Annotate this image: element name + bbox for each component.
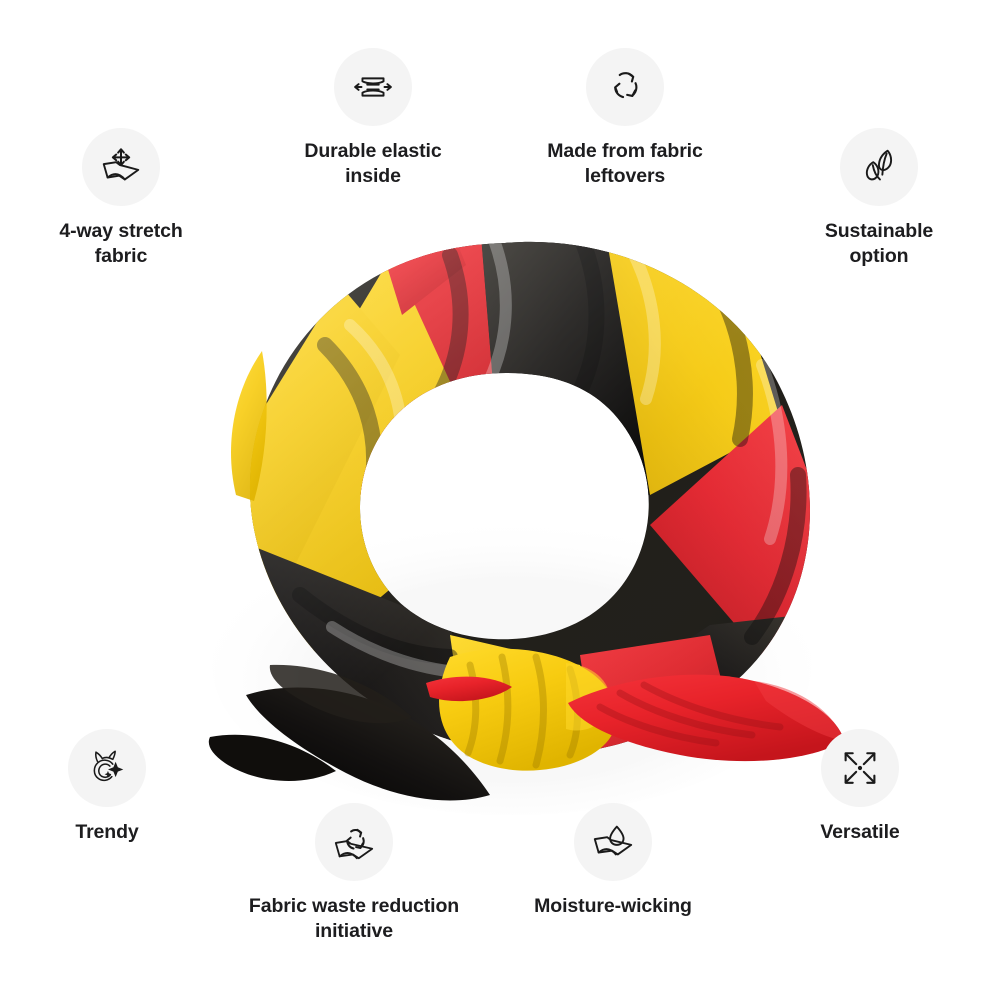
scrunchie-knot-left [208, 664, 490, 801]
feature-label: Moisture-wicking [534, 895, 692, 917]
feature-icon-badge [840, 128, 918, 206]
feature-icon-badge [82, 128, 160, 206]
feature-icon-badge [586, 48, 664, 126]
feature-made-from-fabric-leftovers: Made from fabric leftovers [495, 48, 755, 189]
elastic-band-icon [354, 77, 392, 97]
scrunchie-left-tip [231, 351, 267, 501]
feature-moisture-wicking: Moisture-wicking [483, 803, 743, 919]
feature-label: 4-way stretch fabric [59, 220, 183, 267]
feature-label: Fabric waste reduction initiative [248, 895, 460, 942]
feature-label: Versatile [820, 821, 900, 843]
feature-fabric-waste-reduction-initiative: Fabric waste reduction initiative [224, 803, 484, 944]
feature-icon-badge [315, 803, 393, 881]
product-image-scrunchie [150, 195, 860, 815]
feature-sustainable-option: Sustainable option [749, 128, 1000, 269]
trendy-sparkle-icon [93, 750, 124, 782]
scrunchie-red-sliver [426, 676, 512, 702]
feature-icon-badge [821, 729, 899, 807]
leaves-icon [865, 149, 893, 181]
feature-label: Sustainable option [824, 220, 934, 267]
four-arrows-expand-icon [844, 752, 876, 784]
feature-durable-elastic-inside: Durable elastic inside [243, 48, 503, 189]
feature-4-way-stretch-fabric: 4-way stretch fabric [0, 128, 251, 269]
feature-icon-badge [68, 729, 146, 807]
feature-label: Made from fabric leftovers [547, 140, 703, 187]
recycle-arrows-icon [614, 72, 638, 99]
water-droplet-fabric-icon [593, 825, 633, 856]
feature-label: Trendy [75, 821, 139, 843]
four-way-stretch-fabric-icon [102, 148, 140, 181]
recycle-fabric-icon [334, 828, 374, 860]
feature-trendy: Trendy [0, 729, 237, 845]
feature-versatile: Versatile [730, 729, 990, 845]
feature-icon-badge [334, 48, 412, 126]
scrunchie-tail-right [568, 674, 844, 762]
feature-label: Durable elastic inside [304, 140, 442, 187]
scrunchie-ring [249, 241, 810, 755]
feature-icon-badge [574, 803, 652, 881]
